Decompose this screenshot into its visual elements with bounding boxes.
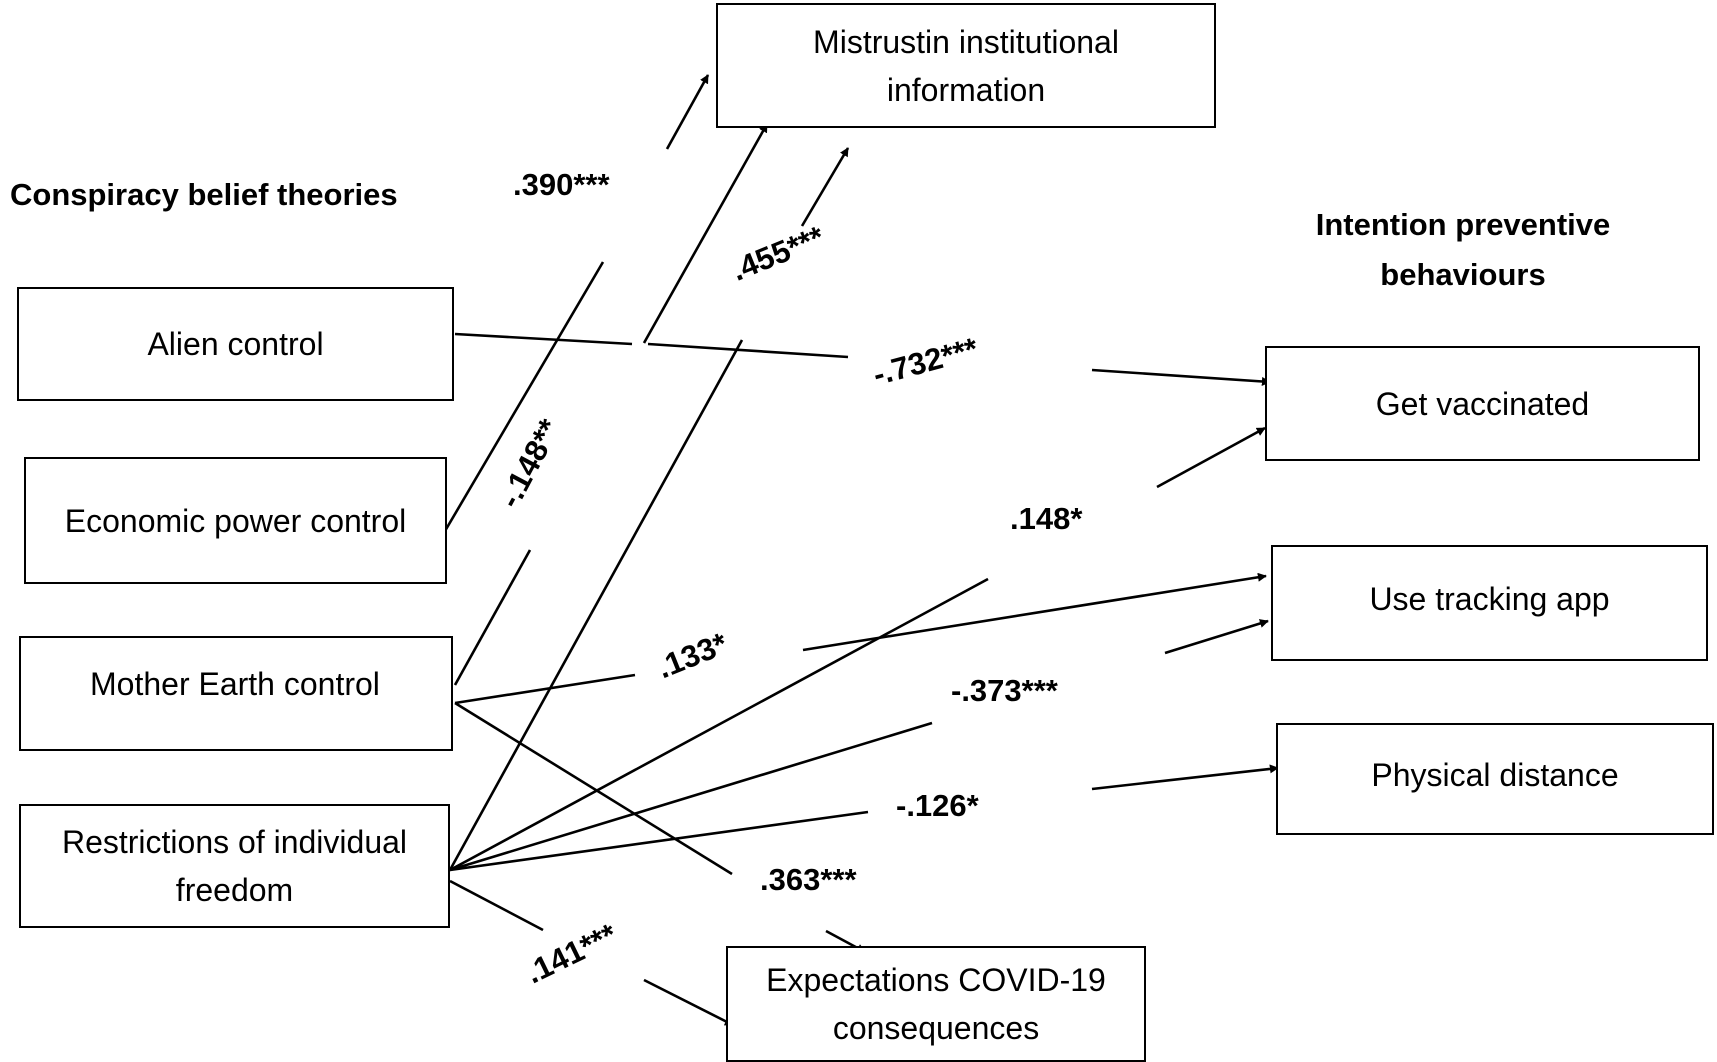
heading-preventive-behaviours: Intention preventive behaviours [1268,200,1658,299]
node-mistrust-label-line2: information [886,71,1046,108]
coef-restrictions-to-vaccinated: .148* [1010,501,1083,536]
path-restrictions-to-vaccinated [449,426,1266,872]
node-mistrust-institutional-information: Mistrustin institutional information [716,3,1216,128]
path-restrictions-to-tracking [449,619,1269,872]
node-physical-distance-label: Physical distance [1371,757,1619,793]
node-expectations-label-line1: Expectations COVID-19 [766,962,1106,998]
node-economic-power-control: Economic power control [24,457,447,584]
coef-mother-to-expectations: .363*** [760,862,857,897]
node-expectations-label-line2: consequences [832,1010,1040,1046]
coef-economic-to-mistrust: .390*** [513,167,610,202]
node-physical-distance: Physical distance [1276,723,1714,835]
node-mistrust-label-line1: Mistrustin institutional [813,23,1119,60]
node-expectations-covid-consequences: Expectations COVID-19 consequences [726,946,1146,1062]
coef-restrictions-to-tracking: -.373*** [951,673,1058,708]
node-restrictions-individual-freedom: Restrictions of individual freedom [19,804,450,928]
node-use-tracking-app: Use tracking app [1271,545,1708,661]
path-alien-to-vaccinated [454,332,1271,386]
node-alien-control: Alien control [17,287,454,401]
node-use-tracking-app-label: Use tracking app [1369,581,1610,617]
heading-preventive-behaviours-line2: behaviours [1380,256,1546,292]
node-restrictions-label-line2: freedom [175,872,294,908]
path-mother-to-tracking [454,572,1267,705]
node-mother-earth-control-label: Mother Earth control [90,666,380,702]
node-get-vaccinated-label: Get vaccinated [1375,385,1590,422]
heading-conspiracy-beliefs: Conspiracy belief theories [10,177,398,212]
path-mother-to-mistrust [453,123,769,686]
node-alien-control-label: Alien control [147,326,324,362]
node-mother-earth-control: Mother Earth control [19,636,453,751]
path-economic-to-mistrust [443,74,710,532]
node-get-vaccinated: Get vaccinated [1265,346,1700,461]
path-restrictions-to-mistrust [448,147,850,871]
heading-preventive-behaviours-line1: Intention preventive [1315,207,1611,242]
node-economic-power-control-label: Economic power control [64,502,407,539]
node-restrictions-label-line1: Restrictions of individual [61,824,408,860]
coef-restrictions-to-distance: -.126* [896,788,979,823]
path-restrictions-to-distance [449,764,1279,872]
path-restrictions-to-expectations [449,879,734,1027]
